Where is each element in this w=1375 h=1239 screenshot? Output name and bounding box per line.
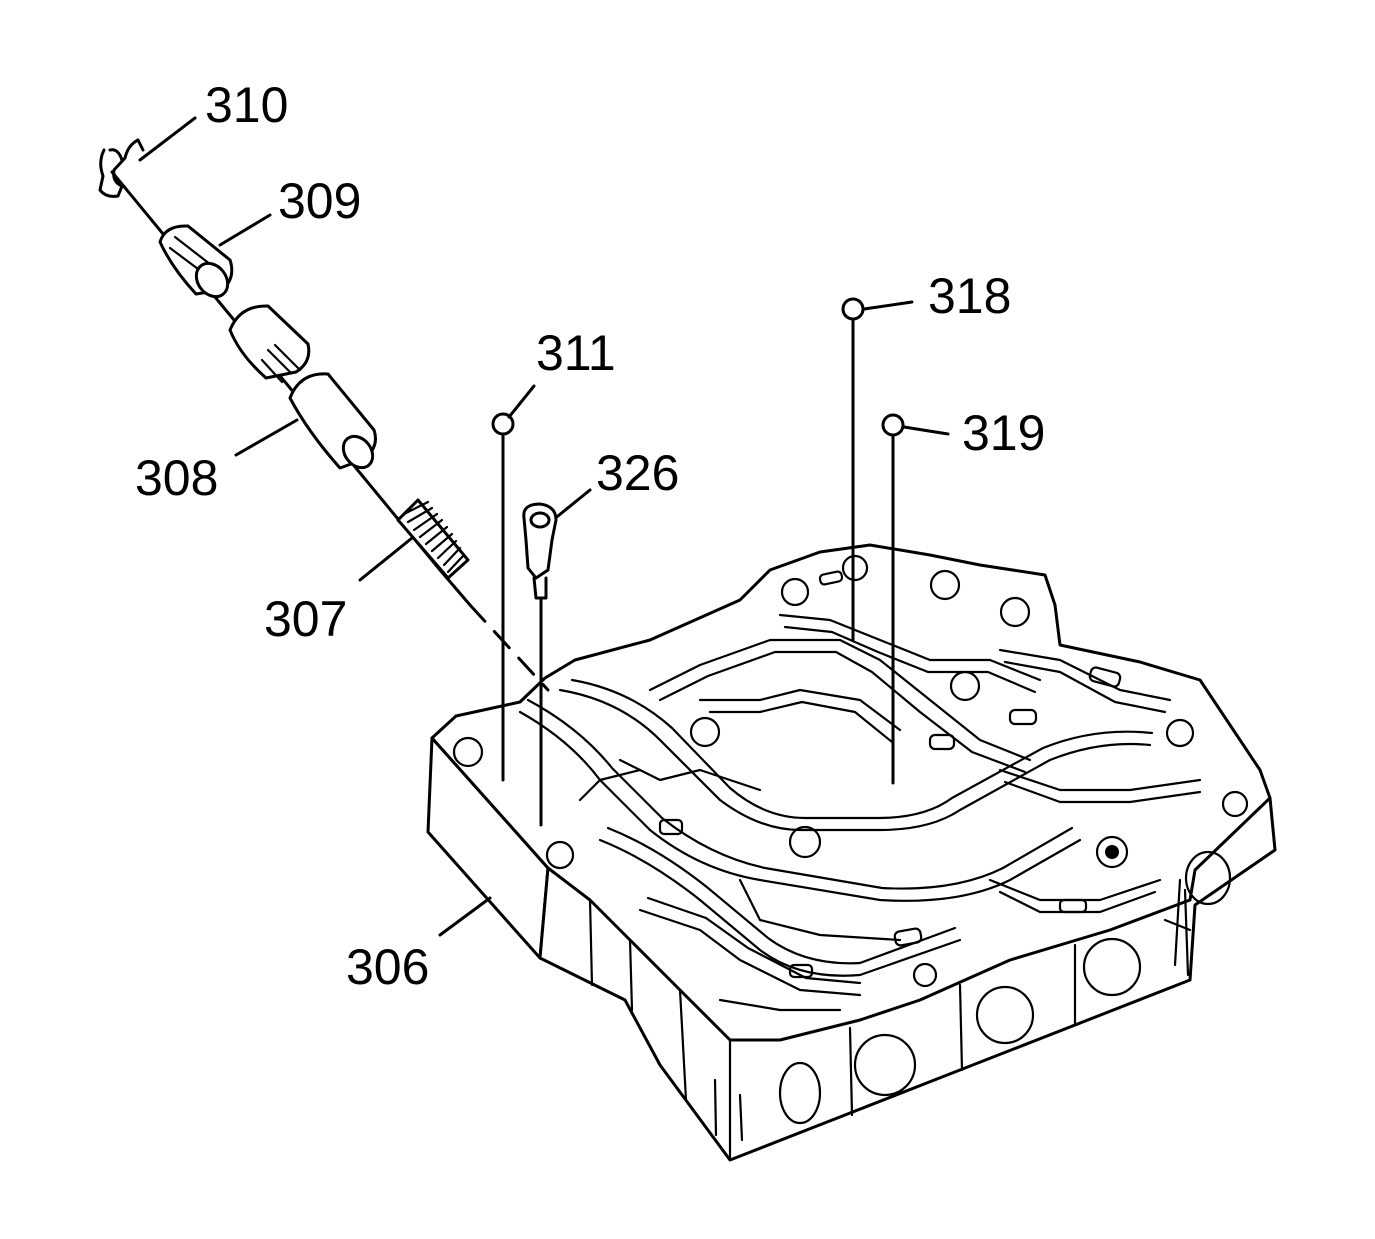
callout-307: 307 (264, 591, 347, 647)
callout-311: 311 (536, 325, 616, 381)
callout-labels: 310 309 308 307 306 311 326 318 319 (135, 77, 1045, 995)
spring-307 (396, 498, 470, 580)
filter-326 (522, 502, 558, 600)
spool-valve-308 (228, 304, 377, 470)
valve-plug-309 (158, 224, 234, 299)
callout-319: 319 (962, 405, 1045, 461)
callout-308: 308 (135, 450, 218, 506)
retaining-clip-310 (98, 138, 145, 198)
callout-318: 318 (928, 268, 1011, 324)
valve-body-306 (426, 543, 1277, 1162)
callout-326: 326 (596, 445, 679, 501)
callout-309: 309 (278, 173, 361, 229)
callout-310: 310 (205, 77, 288, 133)
callout-306: 306 (346, 939, 429, 995)
